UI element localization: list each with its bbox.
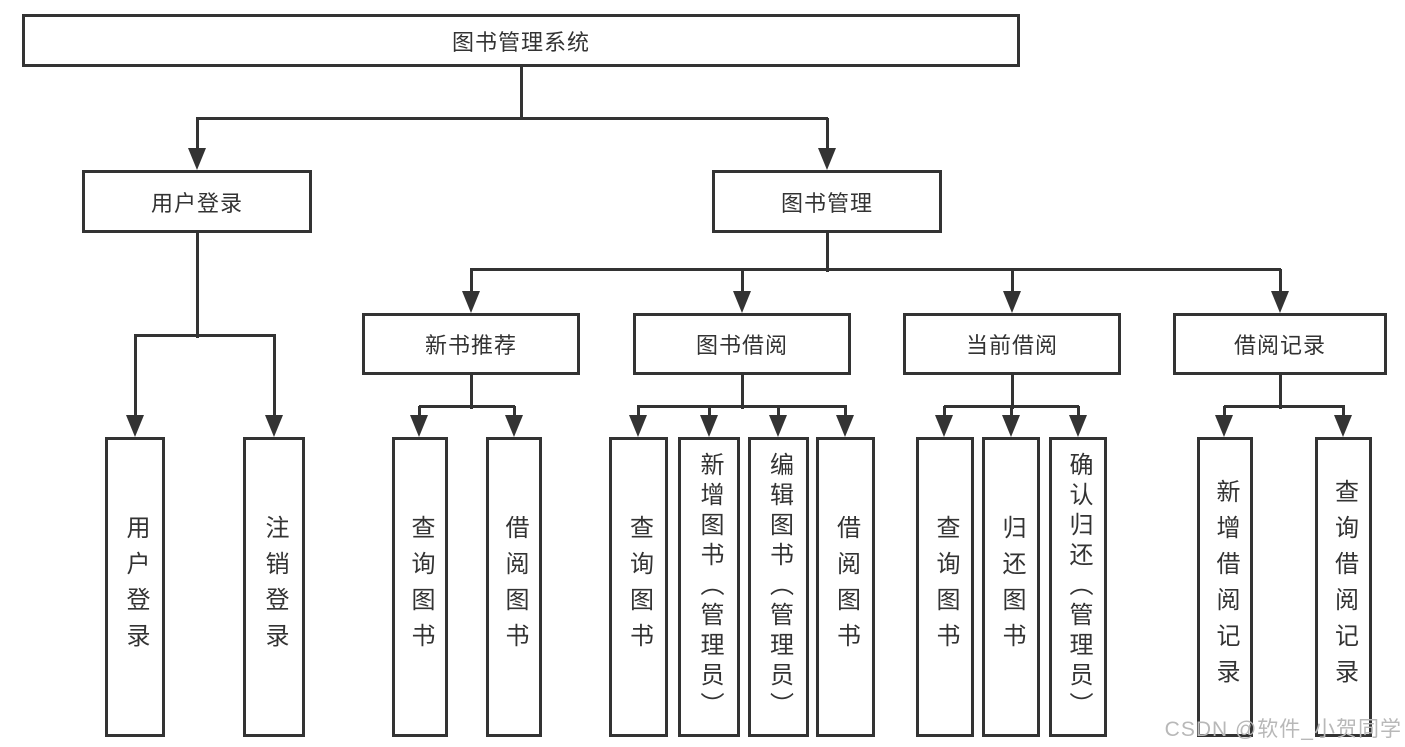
connector-line [943,406,946,419]
connector-line [844,406,847,419]
node-new-book-recommendation: 新书推荐 [362,313,580,375]
leaf-user-login-label: 用户登录 [122,515,149,659]
leaf-return-books: 归还图书 [982,437,1040,737]
arrow-down-icon [836,415,854,437]
arrow-down-icon [126,415,144,437]
connector-line [741,269,744,295]
connector-line [741,375,744,409]
connector-line [196,117,828,120]
connector-line [418,406,421,419]
leaf-edit-books-admin-label: 编辑图书（管理员） [765,452,793,722]
connector-line [826,233,829,272]
connector-line [1279,269,1282,295]
leaf-logout: 注销登录 [243,437,305,737]
connector-line [1011,375,1014,409]
connector-line [1011,269,1014,295]
leaf-confirm-return-admin: 确认归还（管理员） [1049,437,1107,737]
leaf-confirm-return-admin-label: 确认归还（管理员） [1065,452,1092,722]
node-borrowing-records-label: 借阅记录 [1233,333,1326,358]
connector-line [1279,375,1282,409]
arrow-down-icon [769,415,787,437]
leaf-add-books-admin: 新增图书（管理员） [678,437,740,737]
arrow-down-icon [188,148,206,170]
node-book-borrowing-label: 图书借阅 [695,333,788,358]
connector-line [134,335,137,419]
leaf-query-borrow-record-label: 查询借阅记录 [1330,479,1358,695]
connector-line [196,118,199,152]
leaf-add-borrow-record: 新增借阅记录 [1197,437,1253,737]
connector-line [419,405,515,408]
arrow-down-icon [733,291,751,313]
connector-line [513,406,516,419]
connector-line [470,375,473,409]
node-book-management-label: 图书管理 [780,190,873,216]
arrow-down-icon [462,291,480,313]
connector-line [470,268,1281,271]
node-root: 图书管理系统 [22,14,1020,67]
connector-line [134,334,276,337]
connector-line [1010,406,1013,419]
node-book-management: 图书管理 [712,170,942,233]
connector-line [708,406,711,419]
connector-line [520,67,523,120]
leaf-user-login: 用户登录 [105,437,165,737]
node-current-borrowing: 当前借阅 [903,313,1121,375]
node-user-login-label: 用户登录 [150,190,243,216]
arrow-down-icon [700,415,718,437]
arrow-down-icon [1334,415,1352,437]
arrow-down-icon [818,148,836,170]
leaf-logout-label: 注销登录 [261,515,288,659]
leaf-query-books-recommend-label: 查询图书 [407,515,434,659]
connector-line [1342,406,1345,419]
connector-line [273,335,276,419]
leaf-borrow-books-label: 借阅图书 [832,515,860,659]
node-book-borrowing: 图书借阅 [633,313,851,375]
leaf-query-books-recommend: 查询图书 [392,437,448,737]
leaf-query-books-borrowing: 查询图书 [609,437,668,737]
leaf-return-books-label: 归还图书 [998,515,1025,659]
arrow-down-icon [1002,415,1020,437]
arrow-down-icon [1003,291,1021,313]
leaf-borrow-books-recommend: 借阅图书 [486,437,542,737]
leaf-add-books-admin-label: 新增图书（管理员） [696,452,723,722]
leaf-query-books-current-label: 查询图书 [932,515,959,659]
arrow-down-icon [1215,415,1233,437]
node-borrowing-records: 借阅记录 [1173,313,1387,375]
arrow-down-icon [505,415,523,437]
leaf-query-books-borrowing-label: 查询图书 [625,515,653,659]
node-new-book-recommendation-label: 新书推荐 [424,333,517,358]
connector-line [470,269,473,295]
arrow-down-icon [1069,415,1087,437]
node-user-login: 用户登录 [82,170,312,233]
leaf-borrow-books: 借阅图书 [816,437,875,737]
connector-line [637,406,640,419]
arrow-down-icon [629,415,647,437]
connector-line [777,406,780,419]
leaf-edit-books-admin: 编辑图书（管理员） [748,437,809,737]
connector-line [1224,405,1345,408]
leaf-query-books-current: 查询图书 [916,437,974,737]
arrow-down-icon [935,415,953,437]
connector-line [637,405,847,408]
connector-line [1223,406,1226,419]
connector-line [826,118,829,152]
watermark: CSDN @软件_小贺同学 [1164,718,1402,741]
arrow-down-icon [410,415,428,437]
leaf-query-borrow-record: 查询借阅记录 [1315,437,1372,737]
node-root-label: 图书管理系统 [451,29,590,55]
leaf-borrow-books-recommend-label: 借阅图书 [501,515,528,659]
arrow-down-icon [265,415,283,437]
connector-line [196,233,199,338]
connector-line [1077,406,1080,419]
arrow-down-icon [1271,291,1289,313]
node-current-borrowing-label: 当前借阅 [965,333,1058,358]
leaf-add-borrow-record-label: 新增借阅记录 [1212,479,1239,695]
